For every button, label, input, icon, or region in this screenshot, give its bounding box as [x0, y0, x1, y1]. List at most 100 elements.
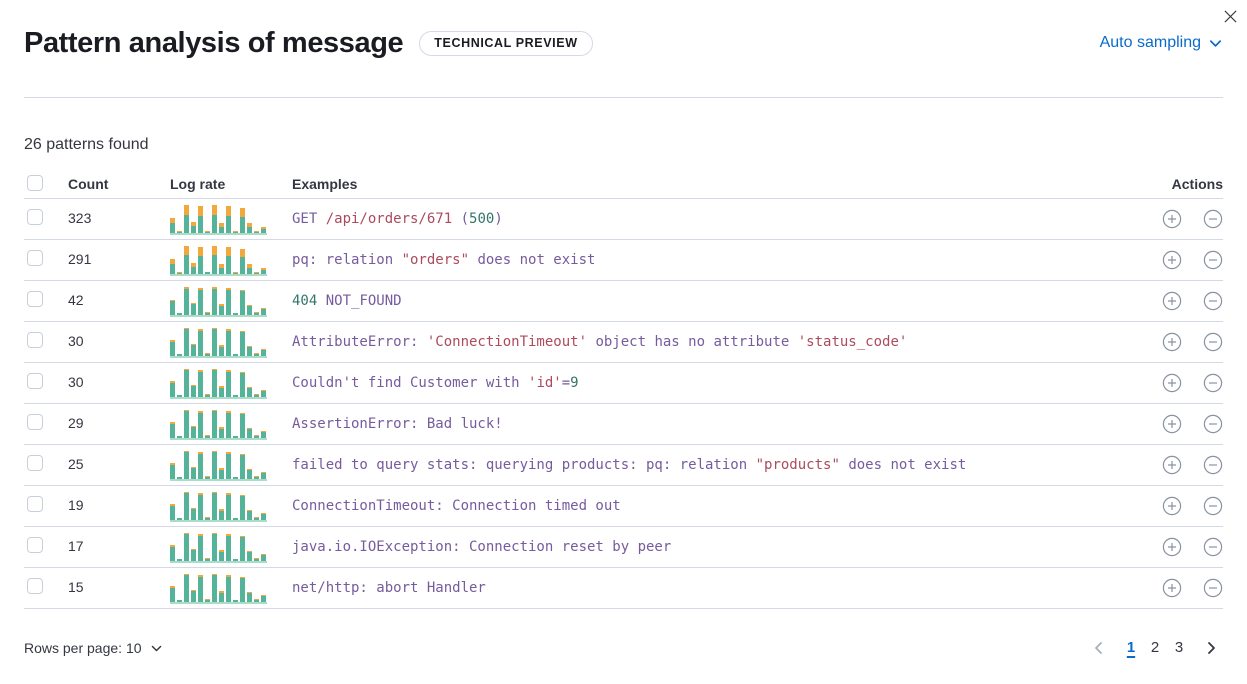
pattern-count: 19: [68, 497, 84, 513]
table-row: 19 ConnectionTimeout: Connection timed ou…: [24, 486, 1223, 527]
filter-out-pattern-button[interactable]: [1203, 250, 1223, 270]
plus-circle-icon: [1162, 209, 1182, 229]
filter-out-pattern-button[interactable]: [1203, 455, 1223, 475]
table-header-row: Count Log rate Examples Actions: [24, 170, 1223, 199]
select-all-checkbox[interactable]: [27, 174, 43, 191]
rows-per-page-selector[interactable]: Rows per page: 10: [24, 640, 163, 656]
minus-circle-icon: [1203, 373, 1223, 393]
column-header-log-rate: Log rate: [170, 176, 226, 192]
filter-in-pattern-button[interactable]: [1162, 496, 1182, 516]
row-checkbox[interactable]: [27, 577, 43, 594]
filter-in-pattern-button[interactable]: [1162, 332, 1182, 352]
plus-circle-icon: [1162, 373, 1182, 393]
pattern-example: failed to query stats: querying products…: [292, 457, 967, 473]
pattern-count: 29: [68, 415, 84, 431]
plus-circle-icon: [1162, 496, 1182, 516]
page-title: Pattern analysis of message: [24, 27, 404, 59]
rows-per-page-label: Rows per page: 10: [24, 640, 142, 656]
filter-in-pattern-button[interactable]: [1162, 537, 1182, 557]
row-checkbox[interactable]: [27, 413, 43, 430]
pattern-count: 15: [68, 579, 84, 595]
log-rate-sparkline: [170, 285, 267, 317]
log-rate-sparkline: [170, 531, 267, 563]
chevron-right-icon: [1208, 642, 1215, 654]
page-button-2[interactable]: 2: [1143, 635, 1167, 661]
log-rate-sparkline: [170, 326, 267, 358]
filter-out-pattern-button[interactable]: [1203, 414, 1223, 434]
row-checkbox[interactable]: [27, 495, 43, 512]
row-checkbox[interactable]: [27, 331, 43, 348]
column-header-count: Count: [68, 176, 109, 192]
filter-in-pattern-button[interactable]: [1162, 578, 1182, 598]
chevron-left-icon: [1095, 642, 1102, 654]
row-checkbox[interactable]: [27, 290, 43, 307]
pattern-count: 25: [68, 456, 84, 472]
filter-out-pattern-button[interactable]: [1203, 209, 1223, 229]
column-header-examples: Examples: [292, 176, 358, 192]
pattern-example: Couldn't find Customer with 'id'=9: [292, 375, 579, 391]
minus-circle-icon: [1203, 578, 1223, 598]
row-checkbox[interactable]: [27, 372, 43, 389]
filter-out-pattern-button[interactable]: [1203, 373, 1223, 393]
pattern-count: 291: [68, 251, 92, 267]
flyout-header: Pattern analysis of message TECHNICAL PR…: [0, 0, 1247, 98]
filter-in-pattern-button[interactable]: [1162, 414, 1182, 434]
filter-in-pattern-button[interactable]: [1162, 291, 1182, 311]
sampling-dropdown-label: Auto sampling: [1099, 34, 1201, 51]
header-divider: [24, 97, 1223, 98]
row-checkbox[interactable]: [27, 249, 43, 266]
close-button[interactable]: [1218, 4, 1242, 28]
minus-circle-icon: [1203, 414, 1223, 434]
filter-in-pattern-button[interactable]: [1162, 209, 1182, 229]
pattern-count: 17: [68, 538, 84, 554]
chevron-down-icon: [1209, 39, 1222, 47]
row-checkbox[interactable]: [27, 454, 43, 471]
log-rate-sparkline: [170, 244, 267, 276]
sampling-dropdown[interactable]: Auto sampling: [1100, 34, 1223, 52]
minus-circle-icon: [1203, 496, 1223, 516]
plus-circle-icon: [1162, 250, 1182, 270]
pattern-example: 404 NOT_FOUND: [292, 293, 402, 309]
plus-circle-icon: [1162, 455, 1182, 475]
pattern-example: AttributeError: 'ConnectionTimeout' obje…: [292, 334, 908, 350]
filter-in-pattern-button[interactable]: [1162, 373, 1182, 393]
row-checkbox[interactable]: [27, 208, 43, 225]
patterns-found-summary: 26 patterns found: [24, 136, 149, 153]
pattern-count: 42: [68, 292, 84, 308]
filter-out-pattern-button[interactable]: [1203, 332, 1223, 352]
filter-out-pattern-button[interactable]: [1203, 578, 1223, 598]
minus-circle-icon: [1203, 537, 1223, 557]
log-rate-sparkline: [170, 408, 267, 440]
filter-out-pattern-button[interactable]: [1203, 496, 1223, 516]
filter-in-pattern-button[interactable]: [1162, 455, 1182, 475]
filter-in-pattern-button[interactable]: [1162, 250, 1182, 270]
table-body: 323 GET /api/orders/671 (500) 291 pq: relat…: [24, 199, 1223, 609]
pattern-example: pq: relation "orders" does not exist: [292, 252, 596, 268]
next-page-button[interactable]: [1199, 636, 1223, 660]
page-button-3[interactable]: 3: [1167, 635, 1191, 661]
previous-page-button[interactable]: [1087, 636, 1111, 660]
page-button-1[interactable]: 1: [1119, 635, 1143, 661]
close-icon: [1223, 9, 1237, 23]
technical-preview-badge: TECHNICAL PREVIEW: [419, 30, 593, 56]
table-row: 30 Couldn't find Customer with 'id'=9: [24, 363, 1223, 404]
row-checkbox[interactable]: [27, 536, 43, 553]
plus-circle-icon: [1162, 414, 1182, 434]
filter-out-pattern-button[interactable]: [1203, 291, 1223, 311]
pattern-example: java.io.IOException: Connection reset by…: [292, 539, 672, 555]
log-rate-sparkline: [170, 203, 267, 235]
table-row: 25 failed to query stats: querying produc…: [24, 445, 1223, 486]
filter-out-pattern-button[interactable]: [1203, 537, 1223, 557]
pattern-count: 323: [68, 210, 92, 226]
pattern-example: GET /api/orders/671 (500): [292, 211, 503, 227]
pattern-example: ConnectionTimeout: Connection timed out: [292, 498, 621, 514]
log-rate-sparkline: [170, 367, 267, 399]
minus-circle-icon: [1203, 250, 1223, 270]
pattern-count: 30: [68, 374, 84, 390]
